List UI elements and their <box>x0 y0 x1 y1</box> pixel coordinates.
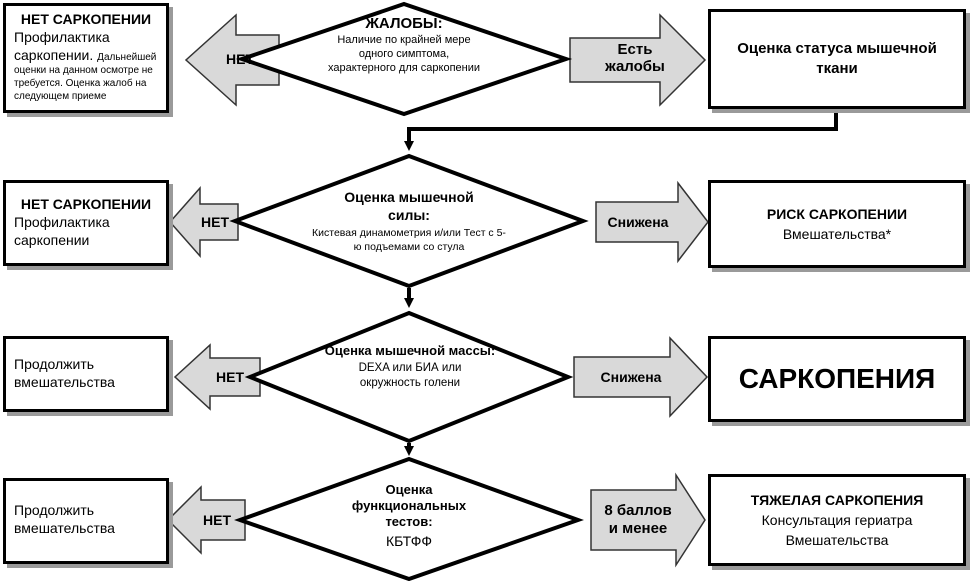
muscle-mass-diamond <box>244 310 574 444</box>
score-arrow-row4 <box>590 472 706 568</box>
no-sarcopenia-box-row1: НЕТ САРКОПЕНИИ Профилактика саркопении. … <box>3 3 169 113</box>
functional-tests-body: КБТФФ <box>385 533 433 549</box>
functional-tests-text: Оценка функциональных тестов: КБТФФ <box>344 482 474 550</box>
interventions-text: Вмешательства <box>785 532 889 548</box>
sarcopenia-risk-box: РИСК САРКОПЕНИИ Вмешательства* <box>708 180 966 268</box>
strength-text: Оценка мышечной силы: Кистевая динамомет… <box>310 188 508 254</box>
no-label-row3: НЕТ <box>216 369 244 385</box>
prevention-text-row2: Профилактика саркопении <box>14 214 110 248</box>
sarcopenia-title: САРКОПЕНИЯ <box>738 363 936 394</box>
decreased-label-row3: Снижена <box>600 369 662 385</box>
mass-body: DEXA или БИА или окружность голени <box>358 362 462 389</box>
prevention-line: Профилактика <box>14 29 110 45</box>
decreased-label-row2: Снижена <box>607 214 669 230</box>
mass-title: Оценка мышечной массы: <box>324 343 496 358</box>
continue-text-row4: Продолжить вмешательства <box>14 502 115 536</box>
further-word: Дальнейшей <box>97 52 157 63</box>
no-arrow-row4 <box>166 485 246 555</box>
continue-box-row3: Продолжить вмешательства <box>3 336 169 412</box>
functional-tests-diamond <box>234 456 584 581</box>
severe-sarcopenia-title: ТЯЖЕЛАЯ САРКОПЕНИЯ <box>750 492 924 508</box>
continue-box-row4: Продолжить вмешательства <box>3 478 169 564</box>
no-arrow-row1 <box>184 13 280 107</box>
interventions-star: Вмешательства* <box>782 226 892 242</box>
yes-arrow-row1 <box>569 13 707 107</box>
complaints-body: Наличие по крайней мере одного симптома,… <box>327 34 481 74</box>
prevention-line2: саркопении. Дальнейшей <box>14 46 158 64</box>
no-label-row2: НЕТ <box>201 214 229 230</box>
muscle-strength-diamond <box>229 153 589 289</box>
no-further-assessment-note: оценки на данном осмотре не требуется. О… <box>14 65 153 102</box>
no-sarcopenia-title-row2: НЕТ САРКОПЕНИИ <box>20 196 152 212</box>
muscle-status-box: Оценка статуса мышечной ткани <box>708 9 966 109</box>
geriatrician-consult: Консультация гериатра <box>761 512 913 528</box>
connector-to-strength <box>404 108 838 151</box>
no-sarcopenia-title: НЕТ САРКОПЕНИИ <box>20 11 152 27</box>
sarcopenia-word: саркопении. <box>14 47 94 63</box>
sarcopenia-box: САРКОПЕНИЯ <box>708 336 966 422</box>
has-complaints-label: Есть жалобы <box>605 41 665 75</box>
severe-sarcopenia-box: ТЯЖЕЛАЯ САРКОПЕНИЯ Консультация гериатра… <box>708 474 966 566</box>
muscle-status-text: Оценка статуса мышечной ткани <box>737 40 937 77</box>
complaints-text: ЖАЛОБЫ: Наличие по крайней мере одного с… <box>312 15 496 75</box>
decreased-arrow-row3 <box>573 336 709 418</box>
continue-text-row3: Продолжить вмешательства <box>14 356 115 390</box>
sarcopenia-risk-title: РИСК САРКОПЕНИИ <box>766 206 908 222</box>
strength-body: Кистевая динамометрия и/или Тест с 5-ю п… <box>312 227 506 253</box>
complaints-title: ЖАЛОБЫ: <box>365 15 443 32</box>
mass-text: Оценка мышечной массы: DEXA или БИА или … <box>322 343 498 391</box>
no-arrow-row2 <box>168 186 239 258</box>
strength-title: Оценка мышечной силы: <box>344 189 474 223</box>
functional-tests-title: Оценка функциональных тестов: <box>351 482 467 529</box>
no-label-row4: НЕТ <box>203 512 231 528</box>
decreased-arrow-row2 <box>595 180 709 264</box>
no-arrow-row3 <box>173 343 261 411</box>
no-sarcopenia-box-row2: НЕТ САРКОПЕНИИ Профилактика саркопении <box>3 180 169 266</box>
complaints-diamond <box>235 1 573 117</box>
score-label-row4: 8 баллов и менее <box>604 502 672 537</box>
no-label-row1: НЕТ <box>226 51 254 67</box>
